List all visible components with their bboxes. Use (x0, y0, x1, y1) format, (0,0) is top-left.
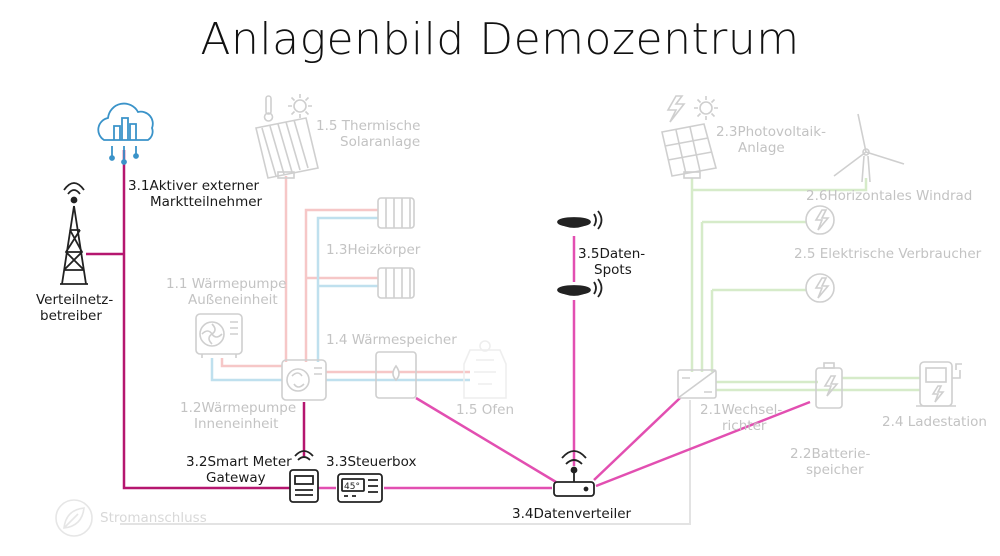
heat-pump-outdoor-icon (195, 313, 243, 358)
battery-icon (815, 362, 843, 409)
data-spot-icon (557, 210, 603, 230)
smart-meter-icon (289, 450, 319, 503)
market-participant-line (122, 150, 290, 490)
label-steuerbox: 3.3Steuerbox (326, 454, 416, 470)
radiator-icon (377, 267, 415, 299)
label-verteilnetzbetreiber: Verteilnetz- betreiber (36, 292, 118, 324)
label-ladestation: 2.4 Ladestation (882, 414, 987, 430)
data-spot-icon (557, 278, 603, 298)
label-daten-spots: 3.5Daten- Spots (578, 246, 649, 278)
label-waermepumpe-innen: 1.2Wärmepumpe Inneneinheit (180, 400, 300, 432)
label-marktteilnehmer: 3.1Aktiver externer Marktteilnehmer (128, 178, 263, 210)
heat-storage-icon (375, 351, 417, 399)
label-waermepumpe-aussen: 1.1 Wärmepumpe Außeneinheit (166, 276, 291, 308)
label-wechselrichter: 2.1Wechsel- richter (700, 402, 787, 434)
lightning-icon (666, 95, 686, 123)
inverter-icon (677, 369, 717, 399)
windrad-line (692, 178, 868, 192)
label-photovoltaik: 2.3Photovoltaik- Anlage (716, 124, 830, 156)
label-datenverteiler: 3.4Datenverteiler (512, 506, 632, 522)
charging-station-icon (916, 361, 962, 407)
label-stromanschluss: Stromanschluss (100, 510, 207, 526)
label-waermespeicher: 1.4 Wärmespeicher (326, 332, 457, 348)
radiator-pipe-red (304, 208, 378, 362)
thermostat-display: 45° (344, 482, 360, 492)
outdoor-pipe-red (220, 358, 282, 368)
transmission-tower-icon (60, 182, 88, 285)
label-thermische-solaranlage: 1.5 Thermische Solaranlage (316, 118, 425, 150)
oven-icon (463, 340, 507, 399)
label-smart-meter: 3.2Smart Meter Gateway (186, 454, 296, 486)
router-icon (553, 450, 595, 497)
control-box-icon (337, 473, 383, 503)
solar-thermal-panel-icon (255, 117, 319, 179)
grid-connection-line (120, 400, 691, 525)
leaf-icon (55, 499, 93, 537)
photovoltaic-panel-icon (661, 123, 718, 179)
connections (86, 150, 920, 525)
label-ofen: 1.5 Ofen (456, 402, 514, 418)
labels: 1.5 Thermische Solaranlage 1.3Heizkörper… (36, 118, 987, 526)
label-heizkoerper: 1.3Heizkörper (326, 242, 421, 258)
battery-datenverteiler-line (595, 400, 811, 488)
consumer-lightning-icon (805, 273, 835, 303)
consumer-lightning-icon (805, 205, 835, 235)
radiator-icon (377, 197, 415, 229)
sun-icon (288, 94, 312, 118)
sun-icon (694, 96, 718, 120)
outdoor-pipe-blue (210, 358, 282, 382)
wind-turbine-icon (833, 113, 905, 183)
heat-pump-indoor-icon (281, 359, 327, 401)
inverter-datenverteiler-line (593, 397, 681, 481)
cloud-city-icon (97, 102, 154, 165)
page-title: Anlagenbild Demozentrum (200, 14, 800, 65)
label-windrad: 2.6Horizontales Windrad (806, 188, 972, 204)
storage-datenverteiler-line (415, 396, 557, 484)
label-verbraucher: 2.5 Elektrische Verbraucher (794, 246, 982, 262)
thermometer-icon (263, 95, 274, 122)
radiator-pipe-blue (316, 216, 378, 362)
label-batteriespeicher: 2.2Batterie- speicher (790, 446, 875, 478)
